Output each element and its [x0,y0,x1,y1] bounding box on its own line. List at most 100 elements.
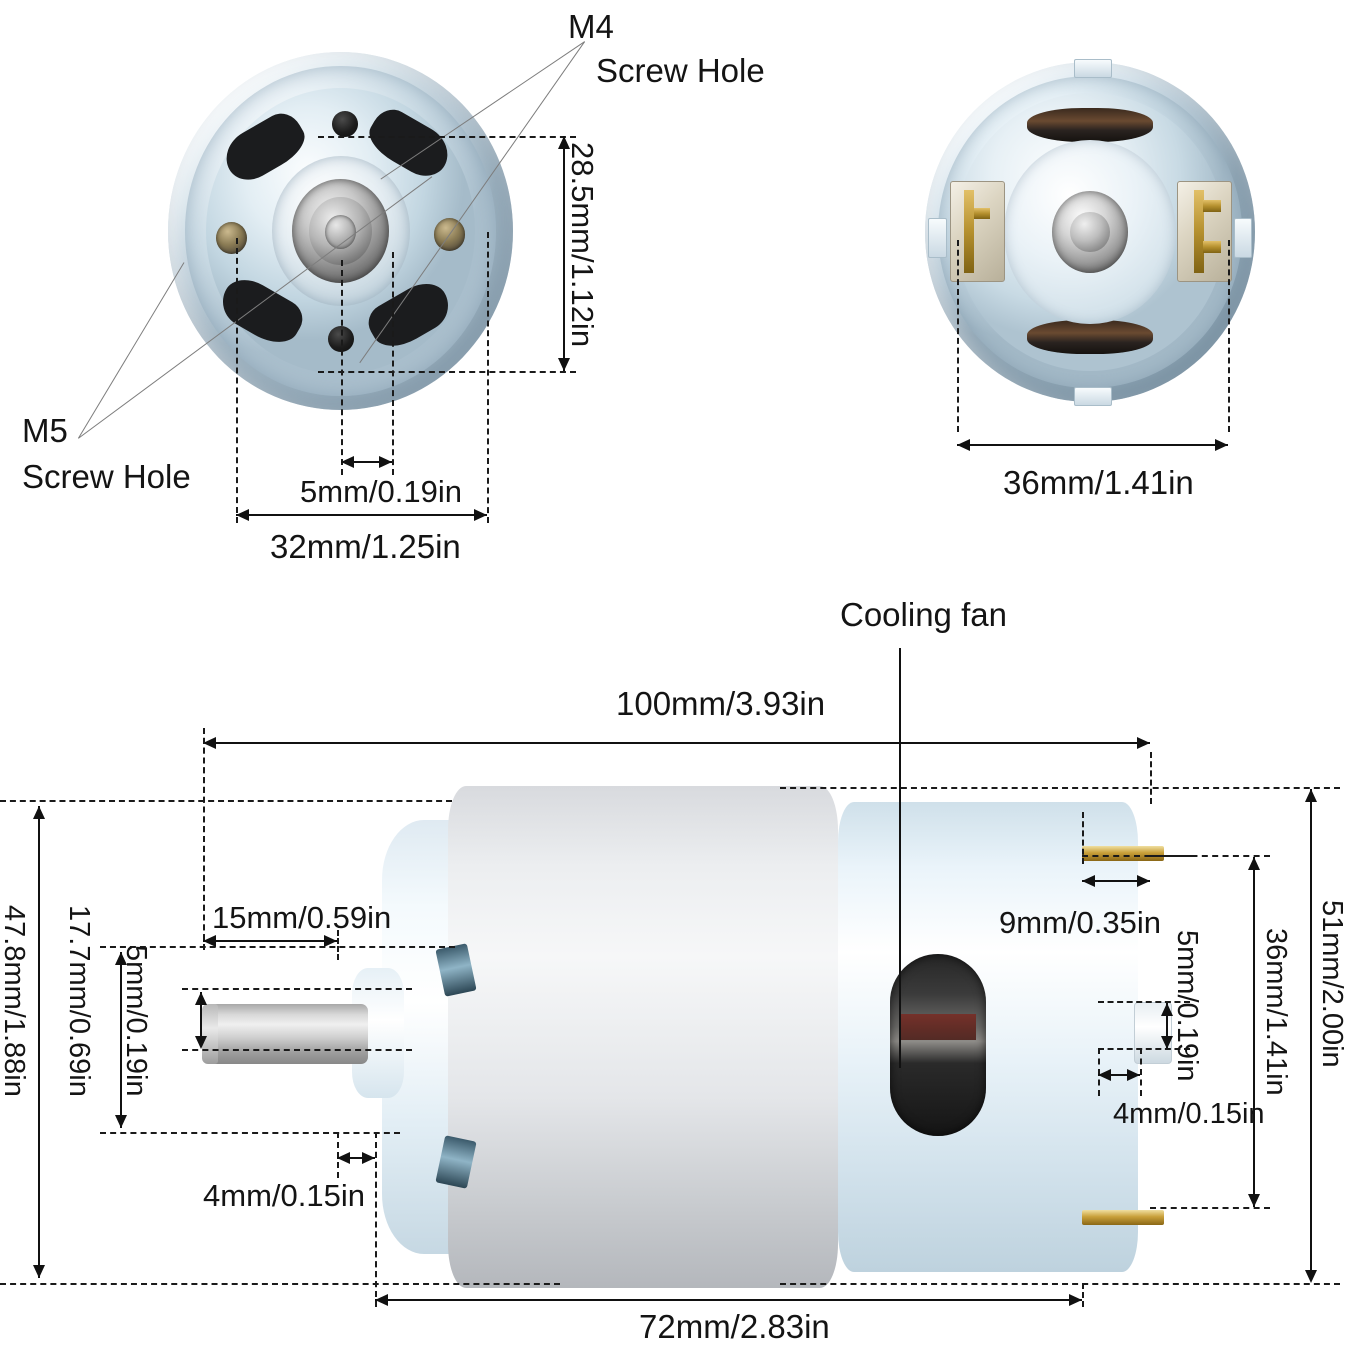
ext-line-47p8-top [0,800,452,802]
housing-tab-top [1073,58,1112,78]
arrow-down-28p5 [558,358,570,371]
arrow-left-15mm [203,935,216,947]
m4-callout-line2: Screw Hole [596,52,765,89]
ext-line-32mm-right [487,232,489,523]
dim-label-47p8: 47.8mm/1.88in [0,905,30,1097]
arrow-left-5mm-front [341,456,354,468]
arrow-up-36mm-side [1248,857,1260,870]
ext-line-32mm-left [236,238,238,523]
commutator-window-top [1027,107,1153,142]
dim-line-15mm [203,940,337,942]
arrow-up-28p5 [558,136,570,149]
arrow-right-32mm [474,509,487,521]
dim-line-51mm [1310,789,1312,1281]
arrow-up-17p7 [115,952,127,965]
arrow-down-5mm-shaft [195,1036,207,1049]
arrow-left-100mm [203,737,216,749]
arrow-up-5mm-shaft [195,992,207,1005]
dim-line-32mm [236,514,487,516]
ext-line-51mm-bottom [780,1283,1340,1285]
arrow-left-4mm-left [337,1152,350,1164]
dim-label-4mm-term: 4mm/0.15in [1113,1098,1265,1130]
arrow-down-5mm-term [1161,1036,1173,1049]
dim-label-9mm: 9mm/0.35in [999,905,1161,940]
rear-terminal-view [925,58,1255,406]
dim-line-36mm-side [1253,857,1255,1207]
dim-label-36mm-rear: 36mm/1.41in [1003,464,1194,501]
dim-line-9mm [1082,880,1150,882]
dim-line-5mm-shaft [200,992,202,1047]
dim-label-72mm: 72mm/2.83in [639,1308,830,1345]
arrow-left-32mm [236,509,249,521]
terminal-tab-lower [1082,1210,1164,1225]
arrow-left-36mm-rear [957,439,970,451]
ext-line-15mm-right [337,930,339,960]
m5-screw-hole-left [216,222,248,255]
m5-callout-line1: M5 [22,412,68,449]
arrow-left-72mm [375,1294,388,1306]
dim-label-100mm: 100mm/3.93in [616,685,826,722]
terminal-blade [964,189,974,273]
arrow-down-36mm-side [1248,1194,1260,1207]
arrow-right-4mm-left [362,1152,375,1164]
arrow-down-17p7 [115,1115,127,1128]
output-shaft [204,1004,368,1064]
arrow-down-51mm [1305,1270,1317,1283]
dim-label-5mm-front: 5mm/0.19in [300,474,462,509]
terminal-blade [973,207,990,220]
dim-label-17p7: 17.7mm/0.69in [63,905,95,1097]
ext-line-5mm-shaft-top [182,988,412,990]
side-profile-view [202,786,1172,1288]
ext-line-100mm-right [1150,752,1152,804]
side-magnet-can [448,786,838,1288]
ext-line-5mm-shaft-bottom [182,1049,412,1051]
dim-label-4mm-left: 4mm/0.15in [203,1178,365,1213]
dim-label-28p5: 28.5mm/1.12in [565,142,600,348]
ext-line-36mm-right [1228,240,1230,432]
housing-tab-bottom [1073,386,1112,406]
cooling-fan-rotor [900,1014,976,1040]
arrow-right-9mm [1137,875,1150,887]
dim-line-17p7 [120,952,122,1128]
ext-line-47p8-bottom [0,1283,560,1285]
ext-line-9mm-lead [1082,855,1192,857]
front-face-view [168,52,513,410]
terminal-blade [1202,241,1221,253]
arrow-up-51mm [1305,789,1317,802]
terminal-block-right [1177,181,1233,282]
shaft-end-face [324,214,357,249]
ext-line-5mm-right [392,252,394,475]
arrow-left-4mm-term [1098,1069,1111,1081]
m4-screw-hole-top [331,111,358,137]
arrow-right-5mm-front [379,456,392,468]
ext-line-9mm-left [1082,812,1084,864]
arrow-left-9mm [1082,875,1095,887]
dim-line-5mm-term [1166,1003,1168,1048]
dim-label-51mm: 51mm/2.00in [1316,900,1348,1068]
arrow-right-4mm-term [1127,1069,1140,1081]
dim-line-36mm-rear [957,444,1228,446]
housing-tab-left [928,218,947,258]
ext-line-72mm-right [1082,1283,1084,1307]
dim-label-5mm-term: 5mm/0.19in [1171,930,1203,1082]
cooling-fan-label: Cooling fan [840,596,1007,633]
dim-label-15mm: 15mm/0.59in [212,900,392,935]
ext-line-72mm-left-dup [375,1132,377,1307]
dim-label-5mm-shaft: 5mm/0.19in [120,945,152,1097]
dim-label-36mm-side: 36mm/1.41in [1260,928,1292,1096]
dim-line-28p5 [563,136,565,371]
m4-callout-line1: M4 [568,8,614,45]
housing-tab-right [1233,218,1253,258]
ext-line-15mm-left-dup [203,728,205,950]
ext-line-36mm-side-bottom [1150,1207,1270,1209]
ext-line-17p7-top [100,946,455,948]
ext-line-bottom-28p5 [318,371,576,373]
ext-line-17p7-bottom [100,1132,400,1134]
arrow-right-72mm [1069,1294,1082,1306]
shaft-tip [202,1004,218,1064]
ext-line-36mm-left [957,240,959,432]
dim-line-100mm [203,742,1150,744]
arrow-right-100mm [1137,737,1150,749]
dim-line-72mm [375,1299,1082,1301]
